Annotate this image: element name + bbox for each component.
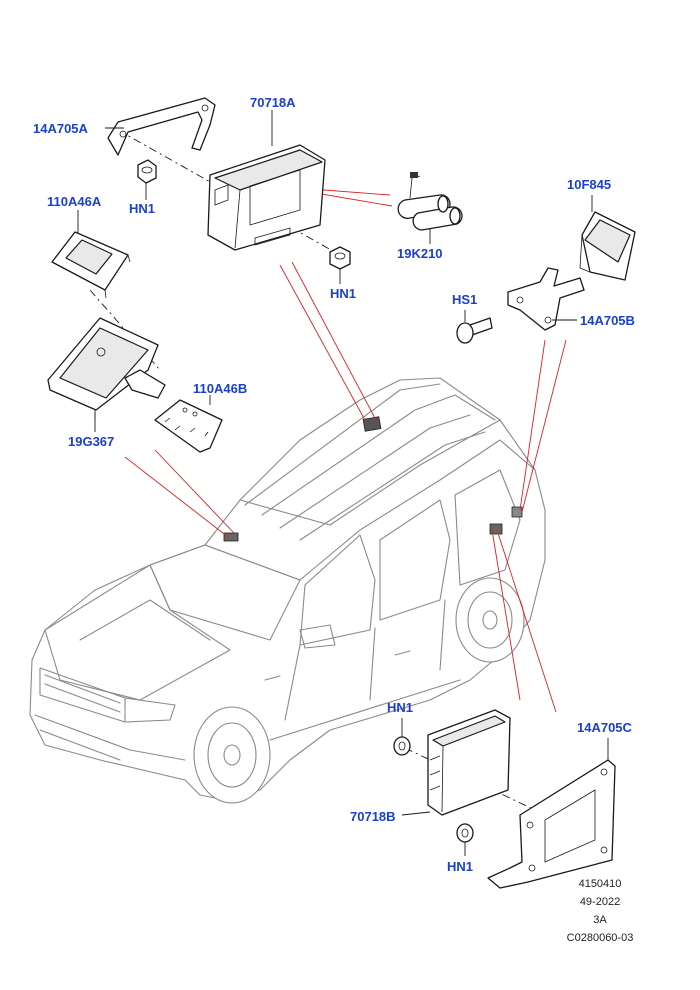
vehicle-mount-markers xyxy=(223,416,523,542)
label-110A46B: 110A46B xyxy=(193,381,248,396)
nut-hn1-a xyxy=(137,159,157,184)
label-110A46A: 110A46A xyxy=(47,194,102,209)
nut-hn1-b xyxy=(329,246,351,270)
label-14A705C: 14A705C xyxy=(577,720,632,735)
label-70718A: 70718A xyxy=(250,95,296,110)
bolt-HS1 xyxy=(456,310,493,344)
label-hn1-bottom: HN1 xyxy=(447,859,474,874)
label-hn1-mid: HN1 xyxy=(330,286,357,301)
label-hn1-lower: HN1 xyxy=(387,700,414,715)
part-14A705B xyxy=(507,267,585,331)
ref-line-3: 3A xyxy=(593,914,607,926)
nut-hn1-d xyxy=(456,823,474,856)
part-110A46A xyxy=(51,210,131,299)
part-10F845 xyxy=(579,195,636,281)
module-70718B xyxy=(401,709,511,816)
part-19G367 xyxy=(47,317,166,432)
vehicle-outline xyxy=(29,377,546,804)
label-70718B: 70718B xyxy=(350,809,396,824)
label-19K210: 19K210 xyxy=(397,246,443,261)
ref-line-1: 4150410 xyxy=(578,878,622,890)
part-110A46B xyxy=(154,395,223,453)
ref-line-4: C0280060-03 xyxy=(566,932,634,944)
drawing-reference: 4150410 49-2022 3A C0280060-03 xyxy=(560,878,640,945)
label-14A705A: 14A705A xyxy=(33,121,88,136)
label-14A705B: 14A705B xyxy=(580,313,635,328)
part-19K210 xyxy=(397,172,463,244)
module-70718A xyxy=(105,97,351,284)
part-14A705C xyxy=(487,738,616,889)
label-hn1-top: HN1 xyxy=(129,201,156,216)
label-hs1: HS1 xyxy=(452,292,478,307)
label-10F845: 10F845 xyxy=(567,177,612,192)
nut-hn1-c xyxy=(393,718,411,756)
ref-line-2: 49-2022 xyxy=(579,896,621,908)
label-19G367: 19G367 xyxy=(68,434,115,449)
